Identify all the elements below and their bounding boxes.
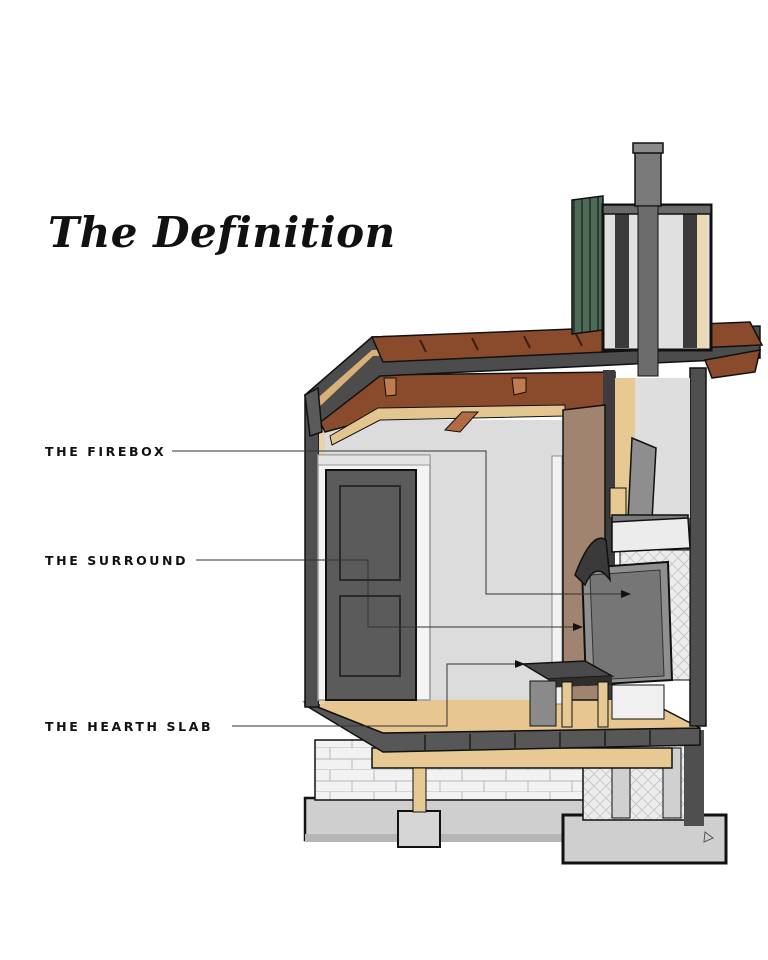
hearth-slab: [520, 660, 665, 728]
window-frame: [551, 455, 563, 705]
label-surround: THE SURROUND: [45, 553, 189, 568]
page-title: The Definition: [48, 208, 396, 257]
interior-door: [317, 454, 431, 701]
leader-firebox-arrow: [621, 590, 631, 598]
label-firebox: THE FIREBOX: [45, 444, 167, 459]
leader-surround: [196, 559, 574, 628]
foundation: [303, 796, 728, 865]
leader-hearth-slab: [232, 663, 516, 727]
fireplace: [574, 514, 691, 687]
label-hearth-slab: THE HEARTH SLAB: [45, 719, 214, 734]
leader-lines: [172, 450, 631, 727]
leader-firebox: [172, 450, 622, 595]
leader-surround-arrow: [573, 623, 583, 631]
leader-hearth-arrow: [515, 660, 525, 668]
chimney: [571, 142, 713, 377]
